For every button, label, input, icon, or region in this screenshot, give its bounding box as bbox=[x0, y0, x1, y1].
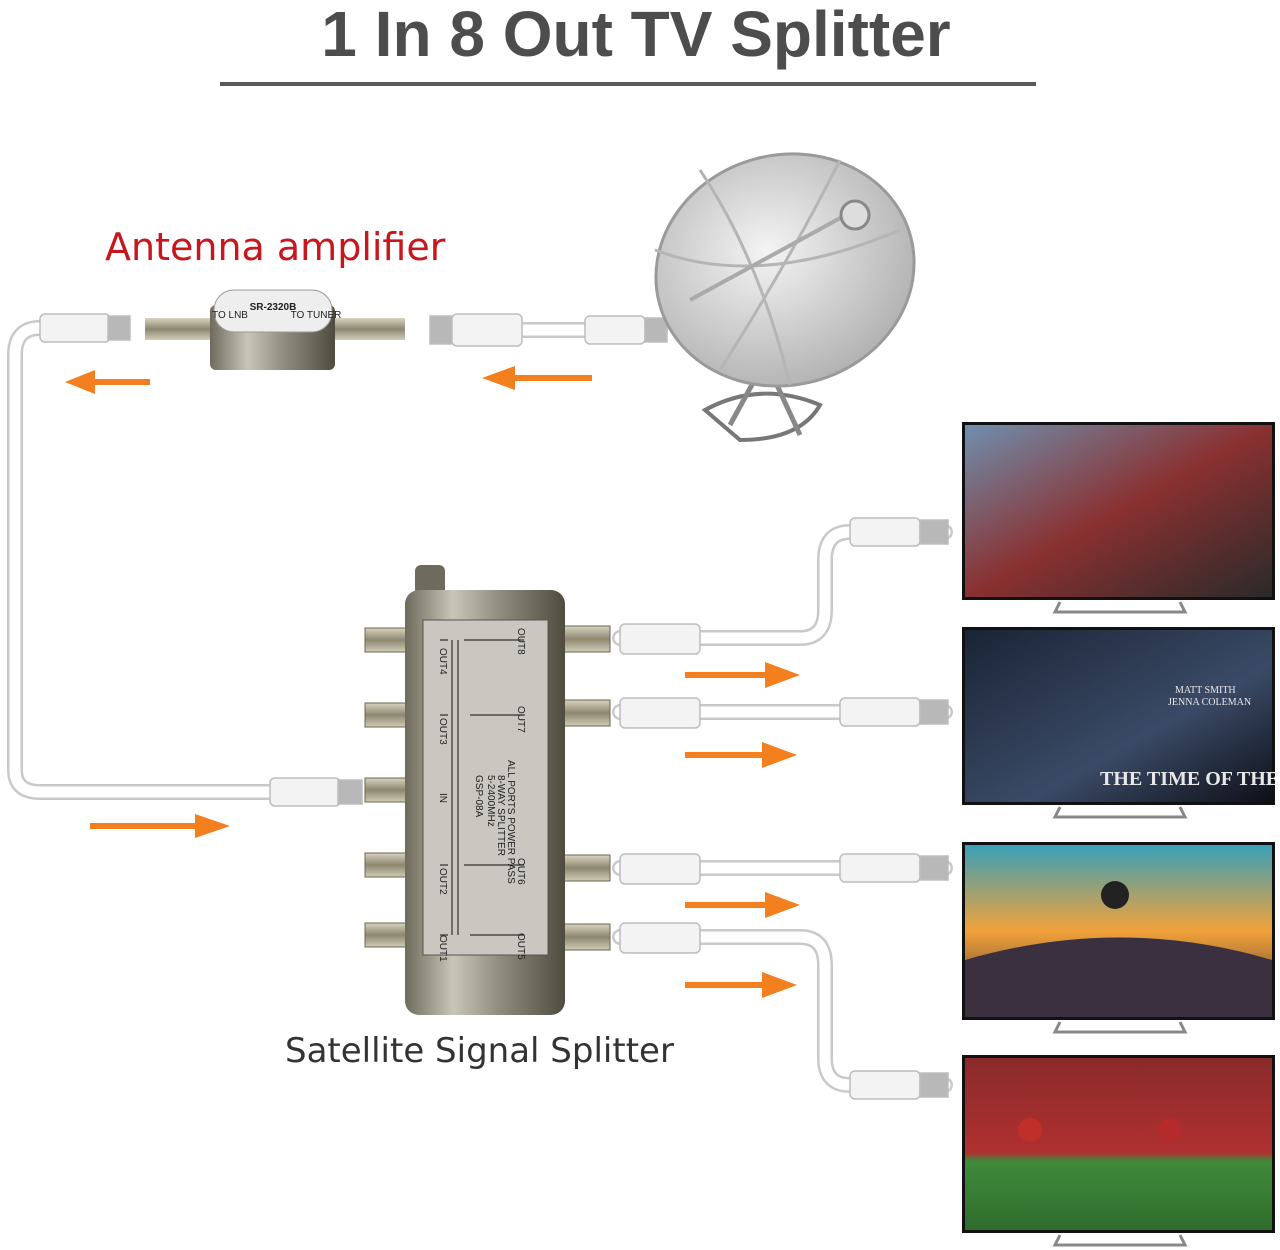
splitter-note: ALL PORTS POWER PASS bbox=[505, 760, 516, 884]
port-label-in: IN bbox=[437, 793, 448, 803]
tv-caption: THE TIME OF THE DOCTOR bbox=[1100, 768, 1280, 790]
splitter-frequency: 5-2400MHz bbox=[485, 775, 496, 827]
satellite-signal-splitter: OUT4 OUT3 IN OUT2 OUT1 OUT8 OUT7 OUT6 OU… bbox=[364, 565, 611, 1015]
tv-screen bbox=[965, 630, 1272, 802]
satellite-dish bbox=[654, 152, 916, 443]
amplifier-model: SR-2320B bbox=[250, 302, 297, 313]
amplifier-tuner-port: TO TUNER bbox=[291, 310, 342, 321]
port-label-out8: OUT8 bbox=[515, 628, 526, 655]
f-connectors bbox=[39, 313, 949, 1100]
arrow-right-icon bbox=[685, 662, 800, 688]
tv-4 bbox=[962, 1055, 1275, 1247]
arrow-left-icon bbox=[65, 370, 150, 394]
arrow-right-icon bbox=[685, 742, 797, 768]
tv-2: MATT SMITH JENNA COLEMAN THE TIME OF THE… bbox=[962, 627, 1280, 819]
splitter-label: Satellite Signal Splitter bbox=[285, 1031, 674, 1071]
port-label-out5: OUT5 bbox=[515, 933, 526, 960]
port-label-out3: OUT3 bbox=[437, 718, 448, 745]
arrow-right-icon bbox=[685, 972, 797, 998]
title-underline bbox=[220, 82, 1036, 86]
port-label-out6: OUT6 bbox=[515, 858, 526, 885]
arrow-right-icon bbox=[685, 892, 800, 918]
tv-1 bbox=[962, 422, 1275, 614]
splitter-model: GSP-08A bbox=[473, 775, 484, 818]
splitter-type: 8-WAY SPLITTER bbox=[495, 775, 506, 856]
port-label-out1: OUT1 bbox=[437, 935, 448, 962]
amplifier-lnb-port: TO LNB bbox=[212, 310, 248, 321]
port-label-out4: OUT4 bbox=[437, 648, 448, 675]
amplifier-label: Antenna amplifier bbox=[105, 225, 446, 269]
port-label-out2: OUT2 bbox=[437, 868, 448, 895]
tv-3 bbox=[962, 842, 1275, 1034]
tv-credit: MATT SMITH bbox=[1175, 685, 1236, 696]
port-label-out7: OUT7 bbox=[515, 706, 526, 733]
antenna-amplifier: SR-2320B TO LNB TO TUNER bbox=[145, 289, 405, 370]
tv-screen bbox=[965, 425, 1272, 597]
page-title: 1 In 8 Out TV Splitter bbox=[321, 0, 950, 70]
tv-credit: JENNA COLEMAN bbox=[1168, 697, 1251, 708]
signal-arrows bbox=[65, 366, 800, 998]
arrow-left-icon bbox=[482, 366, 592, 390]
arrow-right-icon bbox=[90, 814, 230, 838]
tv-screen bbox=[965, 1058, 1272, 1230]
